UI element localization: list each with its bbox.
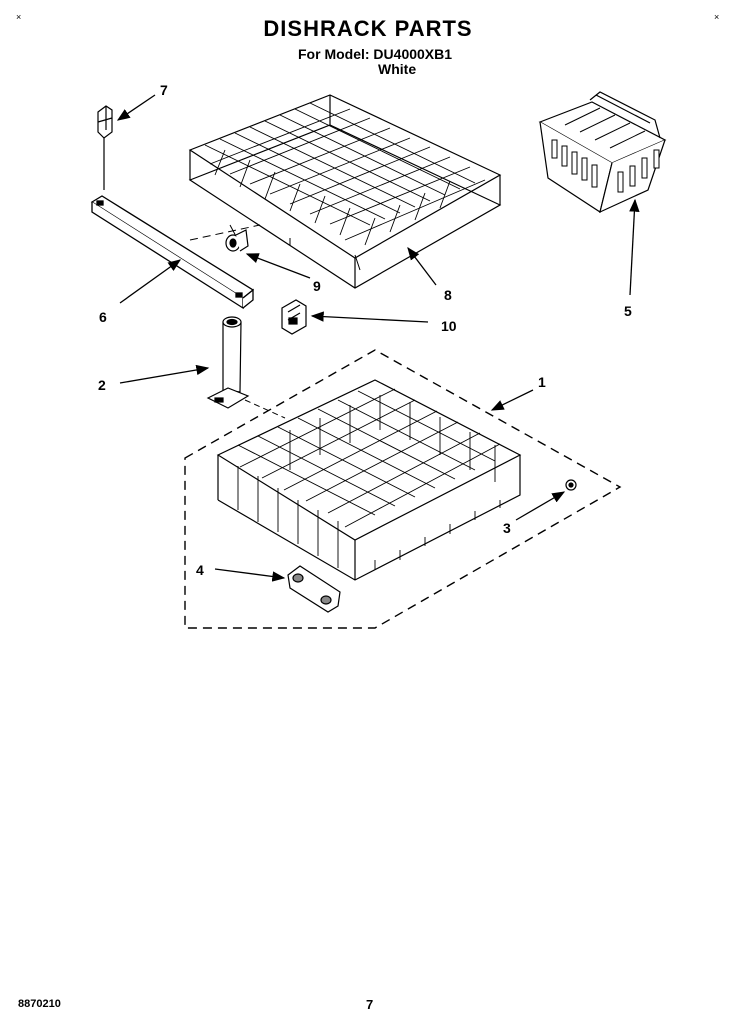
rack-bumper [287, 565, 341, 613]
lower-rack [216, 379, 522, 581]
silverware-basket [538, 91, 667, 214]
rail-stop-clip [97, 105, 113, 190]
lower-rack-dashed-outline [184, 349, 622, 629]
model-line: For Model: DU4000XB1 [298, 46, 453, 62]
callout-8: 8 [444, 287, 452, 303]
callout-3: 3 [503, 520, 511, 536]
rack-adjuster [281, 299, 307, 335]
document-code: 8870210 [18, 998, 61, 1010]
callout-4: 4 [196, 562, 204, 578]
page-number: 7 [366, 997, 374, 1012]
rack-roller [225, 229, 249, 252]
callout-7: 7 [160, 82, 168, 98]
corner-mark-left: × [16, 12, 22, 22]
callout-10: 10 [441, 318, 457, 334]
rail-guide-dashline [189, 224, 261, 241]
callout-2: 2 [98, 377, 106, 393]
callout-9: 9 [313, 278, 321, 294]
rack-wheel [565, 479, 577, 491]
spray-tower [206, 316, 250, 409]
upper-rack [188, 94, 502, 289]
callout-1: 1 [538, 374, 546, 390]
callout-5: 5 [624, 303, 632, 319]
callout-arrows [116, 94, 640, 582]
page-title: DISHRACK PARTS [263, 16, 473, 41]
rack-rail [90, 195, 255, 310]
tower-guide-dashline [244, 399, 286, 419]
corner-mark-right: × [714, 12, 720, 22]
color-line: White [378, 61, 417, 77]
callout-6: 6 [99, 309, 107, 325]
